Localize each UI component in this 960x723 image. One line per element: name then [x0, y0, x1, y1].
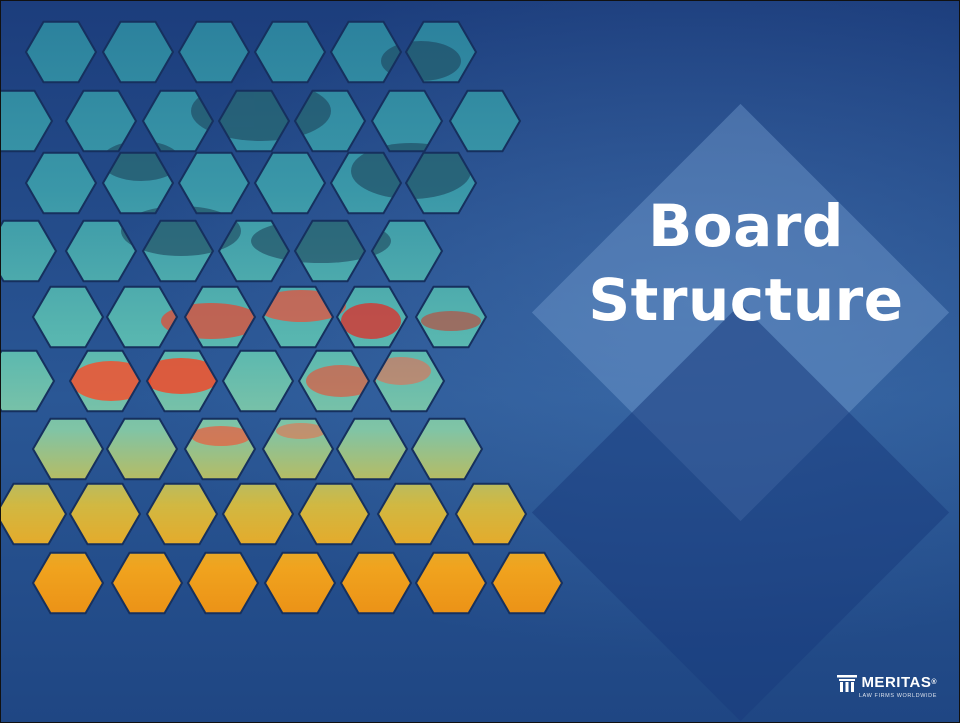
- hexagon-tile: [105, 285, 179, 349]
- hexagon-tile: [1, 219, 58, 283]
- hexagon-tile: [110, 551, 184, 615]
- hexagon-tile: [64, 219, 138, 283]
- hexagon-tile: [263, 551, 337, 615]
- hexagon-tile: [335, 417, 409, 481]
- slide-title-line2: Structure: [588, 266, 904, 334]
- hexagon-tile: [1, 482, 68, 546]
- hexagon-tile: [297, 349, 371, 413]
- hexagon-tile: [454, 482, 528, 546]
- hexagon-tile: [177, 20, 251, 84]
- hexagon-tile: [68, 482, 142, 546]
- hexagon-tile: [261, 417, 335, 481]
- hexagon-tile: [221, 349, 295, 413]
- hexagon-tile: [145, 482, 219, 546]
- hexagon-tile: [1, 89, 54, 153]
- hexagon-tile: [261, 285, 335, 349]
- hexagon-tile: [253, 20, 327, 84]
- meritas-pillar-icon: [837, 674, 858, 692]
- hexagon-tile: [68, 349, 142, 413]
- hexagon-tile: [293, 219, 367, 283]
- hexagon-tile: [141, 219, 215, 283]
- hexagon-tile: [339, 551, 413, 615]
- hexagon-tile: [186, 551, 260, 615]
- slide-title-line1: Board: [648, 192, 844, 260]
- hexagon-tile: [217, 219, 291, 283]
- hexagon-tile: [370, 219, 444, 283]
- hexagon-tile: [183, 285, 257, 349]
- hexagon-tile: [24, 20, 98, 84]
- meritas-logo: MERITAS® LAW FIRMS WORLDWIDE: [837, 674, 937, 699]
- hexagon-tile: [404, 151, 478, 215]
- hexagon-tile: [414, 551, 488, 615]
- hexagon-tile: [221, 482, 295, 546]
- hexagon-tile: [329, 20, 403, 84]
- hexagon-tile: [101, 151, 175, 215]
- hexagon-sky-mosaic: [1, 20, 564, 615]
- hexagon-tile: [448, 89, 522, 153]
- hexagon-tile: [329, 151, 403, 215]
- hexagon-tile: [335, 285, 409, 349]
- hexagon-tile: [105, 417, 179, 481]
- hexagon-tile: [183, 417, 257, 481]
- hexagon-tile: [372, 349, 446, 413]
- hexagon-tile: [1, 349, 56, 413]
- registered-mark: ®: [931, 679, 937, 686]
- hexagon-tile: [410, 417, 484, 481]
- hexagon-tile: [490, 551, 564, 615]
- hexagon-tile: [101, 20, 175, 84]
- hexagon-outlines: [1, 20, 564, 615]
- hexagon-tile: [64, 89, 138, 153]
- hexagon-tile: [297, 482, 371, 546]
- hexagon-tile: [404, 20, 478, 84]
- logo-tagline: LAW FIRMS WORLDWIDE: [858, 693, 937, 699]
- hexagon-tile: [24, 151, 98, 215]
- hexagon-tile: [217, 89, 291, 153]
- hexagon-tile: [31, 551, 105, 615]
- slide-title: Board Structure: [576, 189, 916, 337]
- hexagon-tile: [145, 349, 219, 413]
- hexagon-tile: [31, 285, 105, 349]
- hexagon-tile: [293, 89, 367, 153]
- hexagon-tile: [177, 151, 251, 215]
- hexagon-tile: [31, 417, 105, 481]
- hexagon-tile: [376, 482, 450, 546]
- sky-image: [1, 21, 562, 614]
- hexagon-tile: [253, 151, 327, 215]
- hexagon-tile: [141, 89, 215, 153]
- logo-name: MERITAS®: [861, 674, 937, 691]
- hexagon-tile: [414, 285, 488, 349]
- hexagon-tile: [370, 89, 444, 153]
